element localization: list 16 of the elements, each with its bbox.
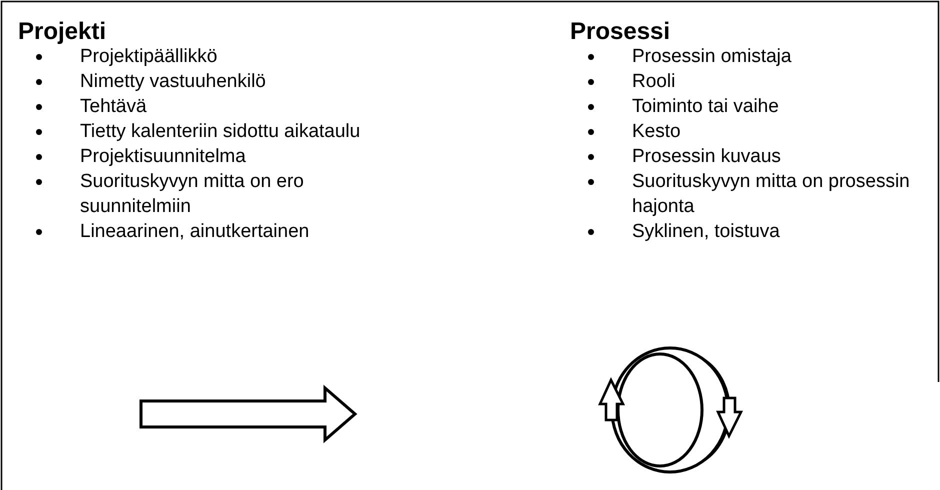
bullet-item: Prosessin omistaja [580,44,937,69]
bullet-item: Nimetty vastuuhenkilö [28,69,400,94]
bullet-item: Toiminto tai vaihe [580,94,937,119]
bullet-item: Lineaarinen, ainutkertainen [28,219,420,244]
bullet-item: Syklinen, toistuva [580,219,937,244]
bullet-item: Tietty kalenteriin sidottu aikataulu [28,119,420,144]
column-heading: Prosessi [570,18,670,46]
bullet-item: Kesto [580,119,937,144]
bullet-item: Rooli [580,69,937,94]
bullet-item: Suorituskyvyn mitta on prosessin hajonta [580,169,937,219]
bullet-item: Prosessin kuvaus [580,144,937,169]
bullet-item: Projektisuunnitelma [28,144,400,169]
bullet-item: Projektipäällikkö [28,44,400,69]
bullet-item: Tehtävä [28,94,400,119]
bullet-item: Suorituskyvyn mitta on ero suunnitelmiin [28,169,400,219]
column-heading: Projekti [18,18,106,46]
